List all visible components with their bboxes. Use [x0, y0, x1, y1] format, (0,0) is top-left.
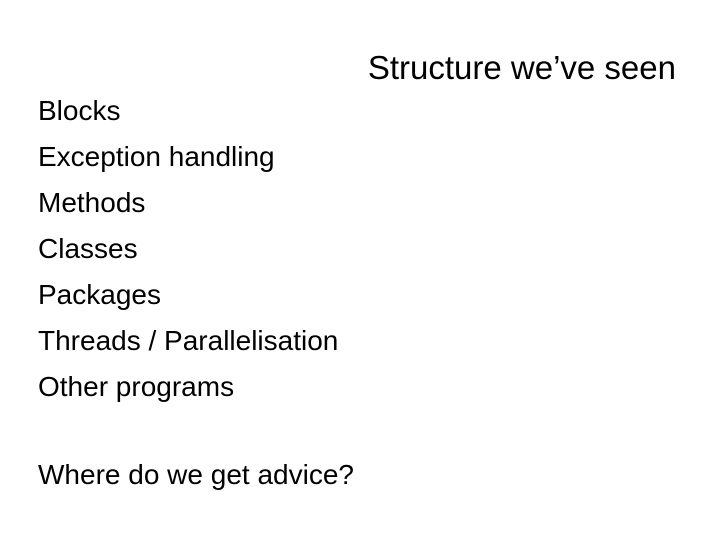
list-item: Packages — [38, 279, 161, 310]
slide-title: Structure we’ve seen — [367, 49, 676, 86]
list-item: Other programs — [38, 371, 235, 402]
list-item: Methods — [38, 187, 146, 218]
content-list: Blocks Exception handling Methods Classe… — [38, 88, 700, 410]
list-item: Threads / Parallelisation — [38, 325, 339, 356]
list-item: Blocks — [38, 95, 121, 126]
list-item: Classes — [38, 233, 138, 264]
list-item: Exception handling — [38, 141, 275, 172]
question-line: Where do we get advice? — [38, 459, 354, 490]
